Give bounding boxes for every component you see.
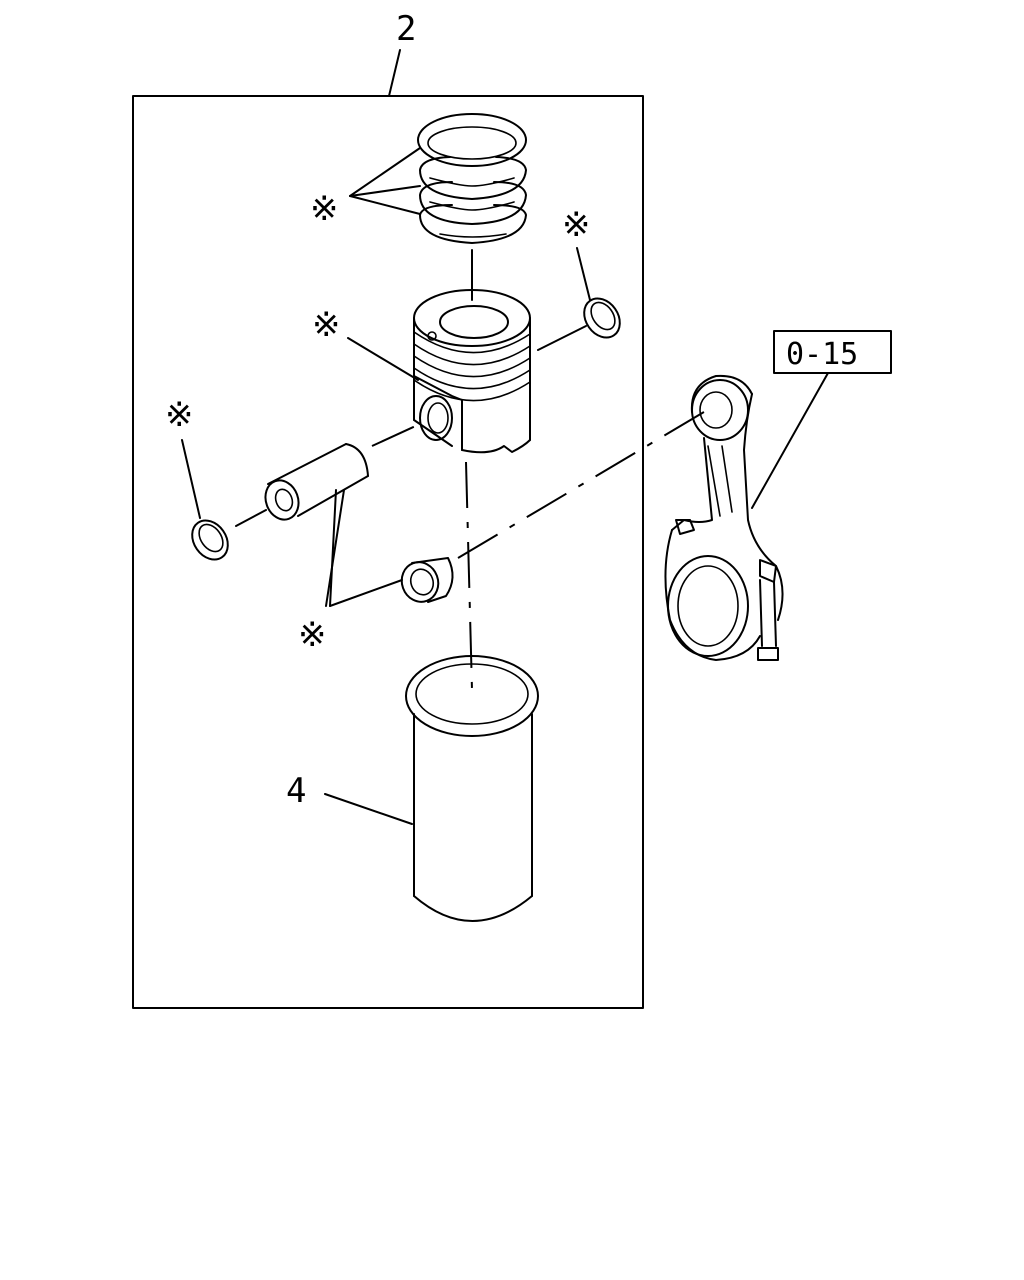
snap-ring-right-asterisk: ※ <box>562 205 591 245</box>
snap-ring-right <box>583 297 621 339</box>
rod-axis-line <box>457 411 705 559</box>
snap-ring-right-leader <box>576 247 591 301</box>
pin-bushing-asterisk: ※ <box>298 615 327 655</box>
pin-leader-2 <box>329 489 337 607</box>
snap-ring-left-leader <box>181 439 201 519</box>
snap-ring-left <box>191 519 229 561</box>
cylinder-liner <box>405 655 539 922</box>
bushing-leader <box>329 579 403 607</box>
rings-leader-2 <box>349 185 421 197</box>
rings-leader-1 <box>349 147 421 197</box>
rings-asterisk: ※ <box>310 189 339 229</box>
bushing <box>400 557 454 603</box>
connecting-rod <box>664 374 784 661</box>
reference-leader <box>751 372 829 509</box>
piston-pin <box>264 443 369 521</box>
pin-to-snap-link <box>235 509 267 527</box>
snap-ring-right-link <box>537 325 587 351</box>
reference-box <box>773 330 892 374</box>
pin-axis-line <box>371 423 421 447</box>
piston-rings <box>417 113 527 244</box>
snap-ring-left-asterisk: ※ <box>165 395 194 435</box>
callout-2-label: 2 <box>396 9 416 49</box>
callout-4-leader <box>324 793 413 825</box>
piston-leader <box>347 337 419 381</box>
reference-box-label: 0-15 <box>786 337 858 372</box>
piston <box>413 289 531 454</box>
callout-4-label: 4 <box>286 771 306 811</box>
piston-asterisk: ※ <box>312 305 341 345</box>
callout-2-leader <box>388 49 401 97</box>
rings-leader-3 <box>349 195 421 215</box>
piston-axis-line <box>465 461 473 691</box>
pin-leader <box>325 489 345 607</box>
